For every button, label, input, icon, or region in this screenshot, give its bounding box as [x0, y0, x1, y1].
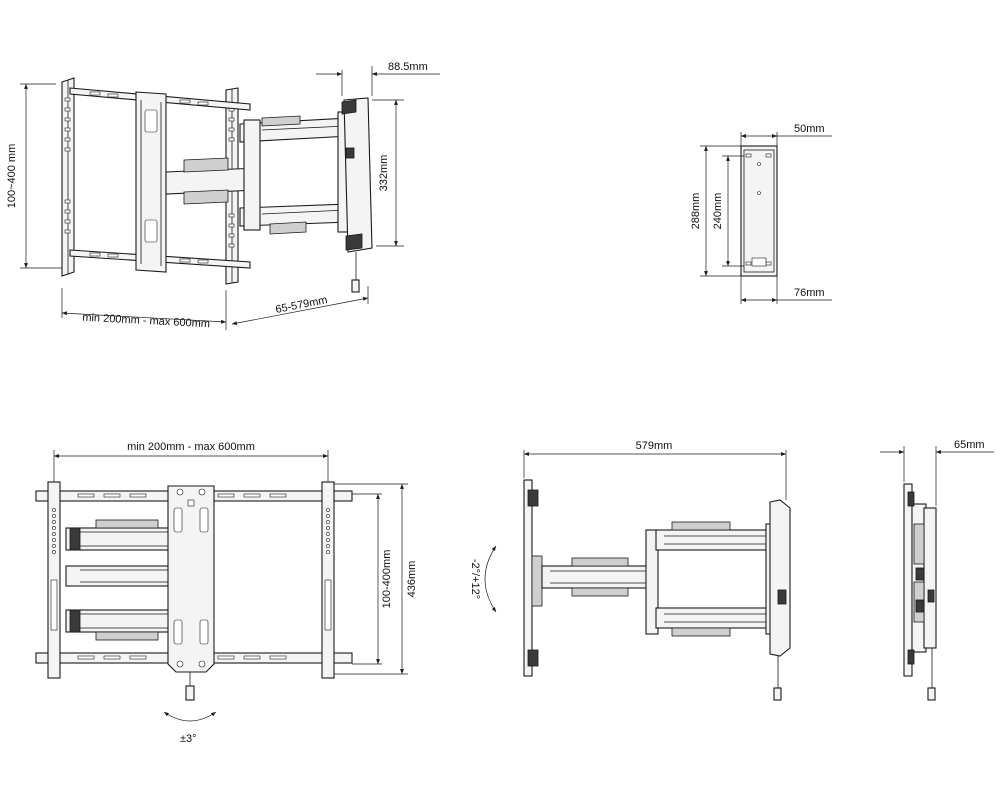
dim-label-88-5: 88.5mm — [388, 61, 428, 73]
view-side-extended: -2°/+12° 579mm — [469, 440, 791, 701]
dim-label-200-600-b: min 200mm - max 600mm — [127, 441, 255, 453]
dim-label-100-400-a: 100~400 mm — [6, 144, 18, 209]
view-front: ±3° min 200mm - max 600mm 436mm 100-400m… — [35, 441, 418, 745]
dim-label-tilt-2-12: -2°/+12° — [469, 559, 481, 599]
view-perspective: 100~400 mm min 200mm - max 600mm 65-579m… — [6, 61, 440, 330]
dim-label-436: 436mm — [406, 561, 418, 598]
dim-label-579: 579mm — [636, 440, 673, 452]
dim-label-288: 288mm — [690, 193, 702, 230]
dim-label-76: 76mm — [794, 287, 825, 299]
view-wall-plate: 50mm 288mm 240mm 76mm — [690, 123, 832, 304]
view-side-folded: 65mm — [880, 439, 994, 701]
dim-label-65-579: 65-579mm — [274, 294, 328, 316]
dim-label-100-400-b: 100-400mm — [381, 550, 393, 609]
dim-label-tilt-3: ±3° — [180, 733, 197, 745]
dim-label-240: 240mm — [712, 193, 724, 230]
dim-label-332: 332mm — [378, 155, 390, 192]
dim-label-65: 65mm — [954, 439, 985, 451]
dim-label-200-600-a: min 200mm - max 600mm — [82, 312, 210, 331]
dim-label-50: 50mm — [794, 123, 825, 135]
